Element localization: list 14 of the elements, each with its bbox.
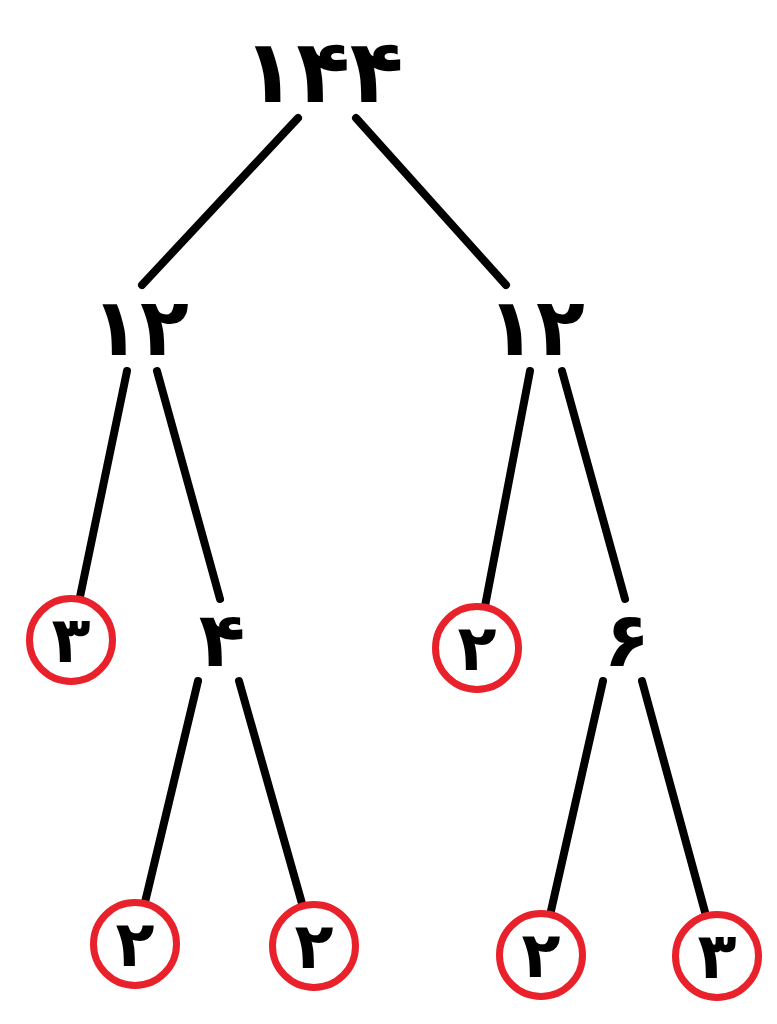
branch-line — [138, 114, 302, 289]
number-label: ۱۲ — [85, 285, 195, 371]
branch-line — [153, 367, 224, 603]
branch-line — [558, 367, 629, 603]
number-label: ۴ — [187, 599, 257, 681]
prime-number: ۲ — [457, 616, 497, 680]
number-label: ۶ — [592, 599, 662, 681]
prime-number: ۳ — [697, 924, 737, 988]
number-label: ۱۲ — [481, 285, 591, 371]
branch-line — [352, 114, 510, 289]
prime-number: ۲ — [115, 912, 155, 976]
prime-number: ۲ — [521, 923, 561, 987]
prime-number: ۲ — [294, 914, 334, 978]
prime-number: ۳ — [51, 608, 91, 672]
